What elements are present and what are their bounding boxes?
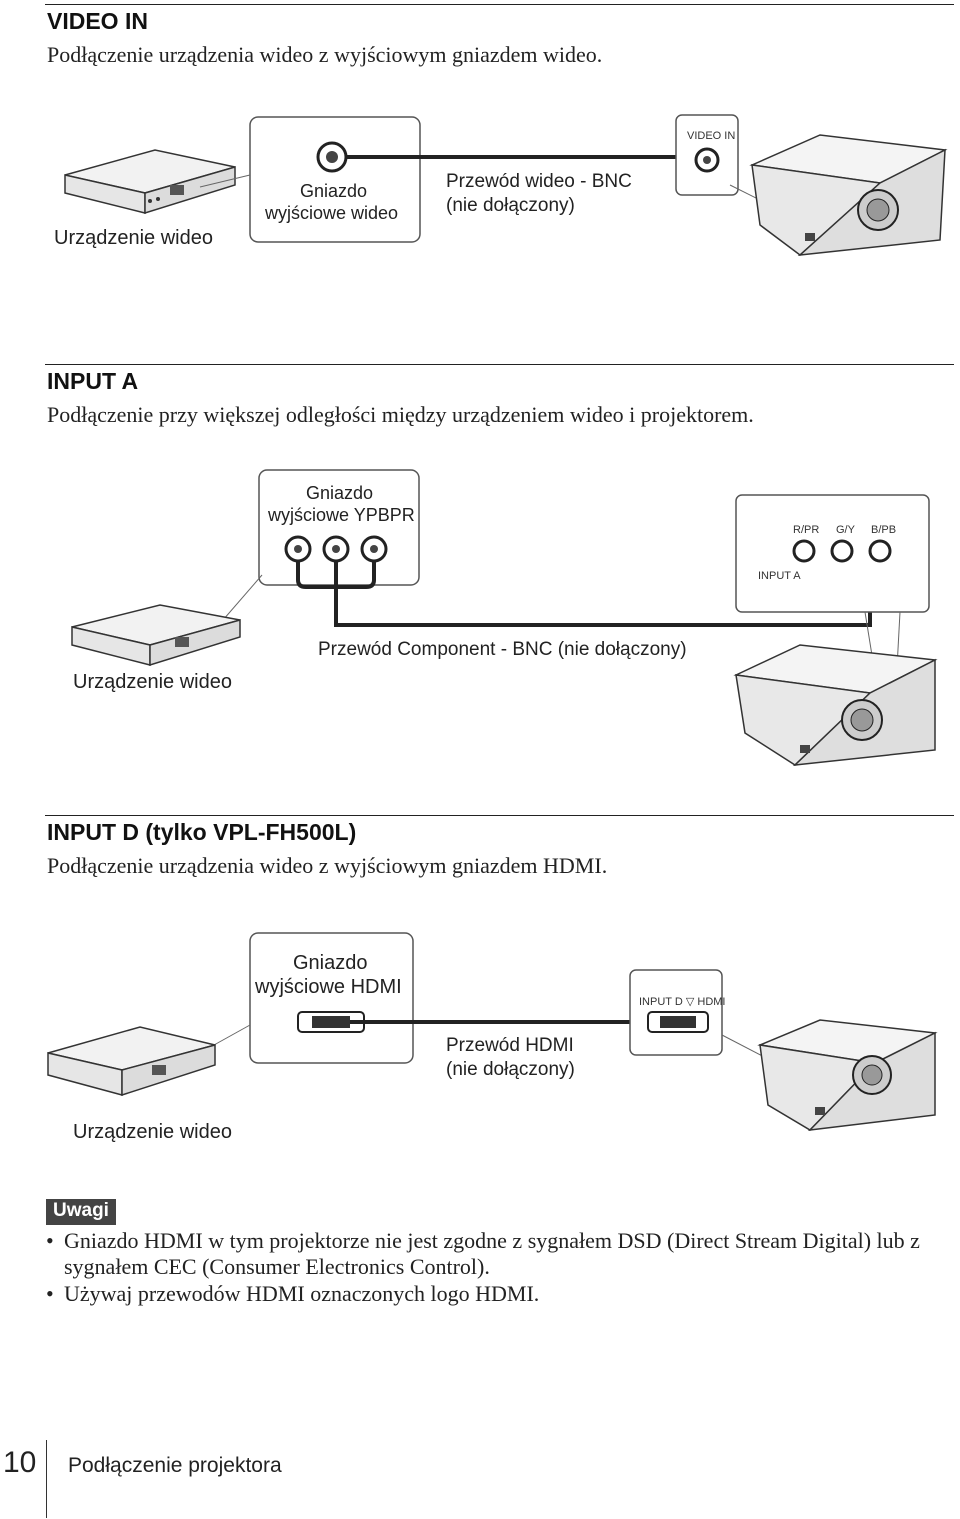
section-heading: VIDEO IN bbox=[47, 8, 148, 34]
video-device-illustration bbox=[71, 604, 241, 667]
input-a-port-icon bbox=[792, 539, 816, 563]
cable-label-line2: (nie dołączony) bbox=[446, 1059, 575, 1080]
note-item: •Używaj przewodów HDMI oznaczonych logo … bbox=[46, 1281, 540, 1306]
input-a-port-icon bbox=[868, 539, 892, 563]
section-heading: INPUT A bbox=[47, 368, 139, 394]
hdmi-input-port-icon bbox=[647, 1011, 709, 1033]
notes-list: •Gniazdo HDMI w tym projektorze nie jest… bbox=[46, 1228, 951, 1308]
input-d-diagram: Gniazdo wyjściowe HDMI Przewód HDMI (nie… bbox=[47, 932, 938, 1143]
video-in-diagram: Urządzenie wideo Gniazdo wyjściowe wideo… bbox=[54, 114, 948, 256]
section-heading: INPUT D (tylko VPL-FH500L) bbox=[47, 819, 357, 845]
output-jack-label-line1: Gniazdo bbox=[306, 483, 373, 503]
output-jack-label-line1: Gniazdo bbox=[293, 952, 368, 974]
output-jack-label-line1: Gniazdo bbox=[300, 181, 367, 201]
projector-illustration bbox=[749, 134, 948, 256]
output-jack-label-line2: wyjściowe HDMI bbox=[254, 976, 402, 998]
video-device-illustration bbox=[47, 1026, 216, 1097]
device-label: Urządzenie wideo bbox=[54, 227, 213, 249]
section-description: Podłączenie urządzenia wideo z wyjściowy… bbox=[47, 42, 603, 67]
port-label-g: G/Y bbox=[836, 524, 856, 536]
output-jack-label-line2: wyjściowe YPBPR bbox=[267, 505, 415, 525]
projector-illustration bbox=[757, 1019, 938, 1131]
section-rule bbox=[45, 4, 954, 5]
note-text: Używaj przewodów HDMI oznaczonych logo H… bbox=[64, 1281, 540, 1306]
input-a-diagram: Gniazdo wyjściowe YPBPR R/PR G/Y B/PB IN… bbox=[71, 469, 938, 766]
port-label: INPUT A bbox=[758, 570, 801, 582]
port-label: INPUT D ▽ HDMI bbox=[639, 996, 725, 1008]
cable-label-line1: Przewód wideo - BNC bbox=[446, 171, 632, 192]
note-text: Gniazdo HDMI w tym projektorze nie jest … bbox=[64, 1228, 920, 1279]
device-label: Urządzenie wideo bbox=[73, 671, 232, 693]
hdmi-output-jack-icon bbox=[297, 1011, 365, 1033]
section-rule bbox=[45, 815, 954, 816]
port-label: VIDEO IN bbox=[687, 130, 735, 142]
section-rule bbox=[45, 364, 954, 365]
input-a-port-icon bbox=[830, 539, 854, 563]
video-device-illustration bbox=[64, 149, 236, 215]
footer-section-title: Podłączenie projektora bbox=[68, 1454, 282, 1477]
page-number: 10 bbox=[3, 1446, 37, 1479]
note-item: •Gniazdo HDMI w tym projektorze nie jest… bbox=[46, 1228, 920, 1279]
output-jack-label-line2: wyjściowe wideo bbox=[264, 203, 398, 223]
footer-divider bbox=[46, 1440, 47, 1518]
projector-illustration bbox=[733, 644, 938, 766]
port-label-b: B/PB bbox=[871, 524, 896, 536]
cable-label-line1: Przewód HDMI bbox=[446, 1035, 574, 1056]
notes-badge: Uwagi bbox=[46, 1199, 116, 1225]
cable-label-line2: (nie dołączony) bbox=[446, 195, 575, 216]
section-description: Podłączenie przy większej odległości mię… bbox=[47, 402, 754, 427]
port-label-r: R/PR bbox=[793, 524, 819, 536]
section-description: Podłączenie urządzenia wideo z wyjściowy… bbox=[47, 853, 608, 878]
device-label: Urządzenie wideo bbox=[73, 1121, 232, 1143]
cable-label: Przewód Component - BNC (nie dołączony) bbox=[318, 639, 687, 660]
